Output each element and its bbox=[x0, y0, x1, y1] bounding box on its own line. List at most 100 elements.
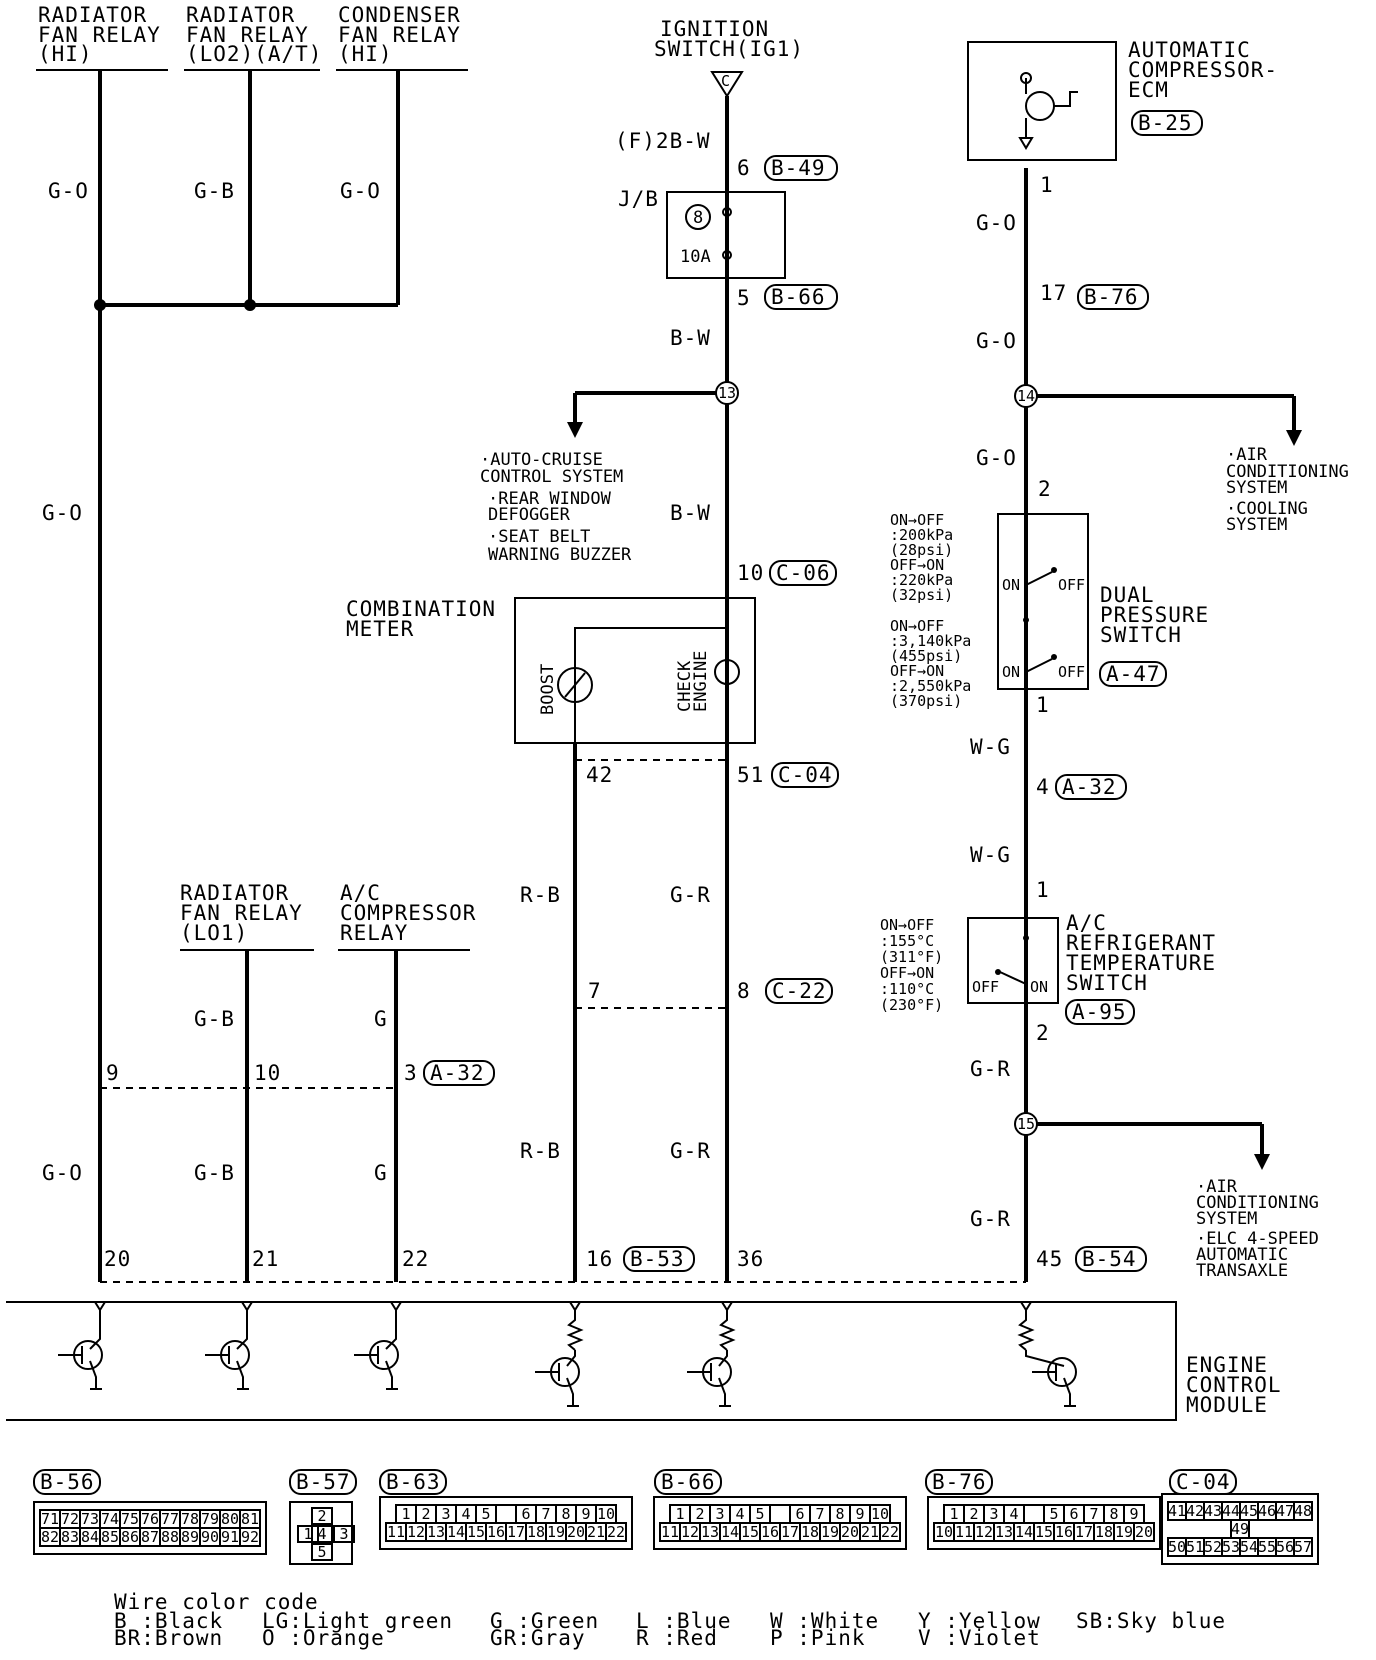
connector-tag-a32-left: A-32 bbox=[423, 1060, 495, 1086]
wire-label-wg: W-G bbox=[970, 843, 1011, 867]
rad-fan-lo2-label-2: FAN RELAY bbox=[186, 23, 309, 47]
combo-meter-label-1: COMBINATION bbox=[346, 597, 496, 621]
relay-labels-top: RADIATOR FAN RELAY (HI) RADIATOR FAN REL… bbox=[36, 3, 468, 71]
pin-number: 5 bbox=[481, 1505, 490, 1523]
dps-spec-2: :200kPa bbox=[890, 526, 953, 544]
pin-number: 77 bbox=[161, 1510, 179, 1528]
pin-number: 17 bbox=[1075, 1523, 1093, 1541]
pin-number: 7 bbox=[541, 1505, 550, 1523]
refrig-spec-5: :110°C bbox=[880, 980, 934, 998]
pin-number: 13 bbox=[701, 1523, 719, 1541]
pin-5: 5 bbox=[737, 286, 751, 310]
pin-number: 85 bbox=[101, 1528, 119, 1546]
ecm-label-1: AUTOMATIC bbox=[1128, 38, 1251, 62]
dps-switch-arm bbox=[1025, 571, 1053, 586]
check-engine-lamp-icon bbox=[714, 659, 740, 685]
pin-number: 12 bbox=[407, 1523, 425, 1541]
ac-note2-5: AUTOMATIC bbox=[1196, 1245, 1288, 1265]
wire-label-go: G-O bbox=[42, 501, 83, 525]
pin-number: 1 bbox=[675, 1505, 684, 1523]
pin-number: 41 bbox=[1168, 1502, 1186, 1520]
connector-b25-text: B-25 bbox=[1138, 111, 1193, 135]
connector-b49-text: B-49 bbox=[771, 156, 826, 180]
pin-number: 52 bbox=[1204, 1538, 1222, 1556]
fuse-number-circle bbox=[685, 204, 711, 230]
ignition-label-1: IGNITION bbox=[660, 17, 769, 41]
wire-label-gb: G-B bbox=[194, 179, 235, 203]
ac-note2-2: CONDITIONING bbox=[1196, 1193, 1319, 1213]
refrig-spec-4: OFF→ON bbox=[880, 964, 934, 982]
pin-number: 5 bbox=[755, 1505, 764, 1523]
wire-label-gb: G-B bbox=[194, 1007, 235, 1031]
transistor-icon bbox=[535, 1301, 584, 1407]
pin-number: 76 bbox=[141, 1510, 159, 1528]
refrig-off: OFF bbox=[972, 978, 999, 996]
connector-tag-c04: C-04 bbox=[771, 762, 839, 788]
arrow-down-icon bbox=[567, 422, 583, 438]
pin-number: 2 bbox=[317, 1507, 326, 1525]
ac-note2-3: SYSTEM bbox=[1196, 1209, 1257, 1229]
meter-internal-wire bbox=[574, 627, 727, 760]
pin-number: 16 bbox=[1055, 1523, 1073, 1541]
dps-label-3: SWITCH bbox=[1100, 623, 1182, 647]
ecm-label-3: MODULE bbox=[1186, 1393, 1268, 1417]
rad-fan-hi-label-3: (HI) bbox=[38, 42, 93, 66]
connector-a32-text: A-32 bbox=[1062, 775, 1117, 799]
pin-number: 8 bbox=[561, 1505, 570, 1523]
refrig-switch-arm bbox=[999, 971, 1027, 985]
ac-note2-4: ·ELC 4-SPEED bbox=[1196, 1229, 1319, 1249]
transistor-icon bbox=[1017, 1301, 1077, 1407]
ecm-label-3: ECM bbox=[1128, 78, 1169, 102]
fuse-contact bbox=[722, 207, 732, 217]
wire-label-go: G-O bbox=[976, 446, 1017, 470]
legend-item: Y :Yellow bbox=[918, 1609, 1041, 1633]
connector-label-b76: B-76 bbox=[925, 1469, 993, 1495]
legend-title: Wire color code bbox=[114, 1590, 319, 1614]
transistor-icon bbox=[58, 1301, 107, 1390]
pin-number: 73 bbox=[81, 1510, 99, 1528]
wire-label-gr: G-R bbox=[670, 883, 711, 907]
ac-note2-6: TRANSAXLE bbox=[1196, 1261, 1288, 1281]
pin-number: 55 bbox=[1258, 1538, 1276, 1556]
ignition-label-2: SWITCH(IG1) bbox=[654, 37, 804, 61]
ac-comp-relay-label-1: A/C bbox=[340, 881, 381, 905]
connector-tag-a32-right: A-32 bbox=[1055, 774, 1127, 800]
dual-pressure-switch-box bbox=[997, 513, 1089, 690]
wire-color-legend: Wire color code B :BlackBR:BrownLG:Light… bbox=[114, 1590, 1225, 1650]
pin-number: 2 bbox=[695, 1505, 704, 1523]
ac-note1-4: ·COOLING bbox=[1226, 499, 1308, 519]
connector-label-b66: B-66 bbox=[654, 1469, 722, 1495]
pin-number: 71 bbox=[41, 1510, 59, 1528]
pin-number: 72 bbox=[61, 1510, 79, 1528]
dps-spec-7: ON→OFF bbox=[890, 617, 944, 635]
dps-switch-arm bbox=[1025, 658, 1053, 673]
legend-item: V :Violet bbox=[918, 1626, 1041, 1650]
pin-7: 7 bbox=[588, 979, 602, 1003]
refrig-label-3: TEMPERATURE bbox=[1066, 951, 1216, 975]
ignition-terminal-c: C bbox=[721, 72, 730, 90]
legend-item: GR:Gray bbox=[490, 1626, 586, 1650]
connector-tag-b76: B-76 bbox=[1077, 284, 1149, 310]
pin-number: 6 bbox=[521, 1505, 530, 1523]
pin-22: 22 bbox=[402, 1247, 429, 1271]
auto-compressor-ecm-box bbox=[967, 41, 1117, 161]
refrig-spec-1: ON→OFF bbox=[880, 916, 934, 934]
pin-number: 15 bbox=[741, 1523, 759, 1541]
legend-item: W :White bbox=[770, 1609, 879, 1633]
dps-label-1: DUAL bbox=[1100, 583, 1155, 607]
pin-number: 2 bbox=[421, 1505, 430, 1523]
dps-contact bbox=[1051, 654, 1057, 660]
pin-number: 18 bbox=[801, 1523, 819, 1541]
connector-b54-text: B-54 bbox=[1082, 1247, 1137, 1271]
connector-a32-text: A-32 bbox=[430, 1061, 485, 1085]
check-engine-label-1: CHECK bbox=[675, 660, 695, 712]
pin-number: 90 bbox=[201, 1528, 219, 1546]
pin-number: 11 bbox=[955, 1523, 973, 1541]
pin-36: 36 bbox=[737, 1247, 764, 1271]
arrow-down-icon bbox=[1254, 1154, 1270, 1170]
pin-number: 4 bbox=[1009, 1505, 1018, 1523]
cond-fan-hi-label-2: FAN RELAY bbox=[338, 23, 461, 47]
legend-item: L :Blue bbox=[636, 1609, 732, 1633]
pin-number: 12 bbox=[681, 1523, 699, 1541]
pin-number: 18 bbox=[1095, 1523, 1113, 1541]
